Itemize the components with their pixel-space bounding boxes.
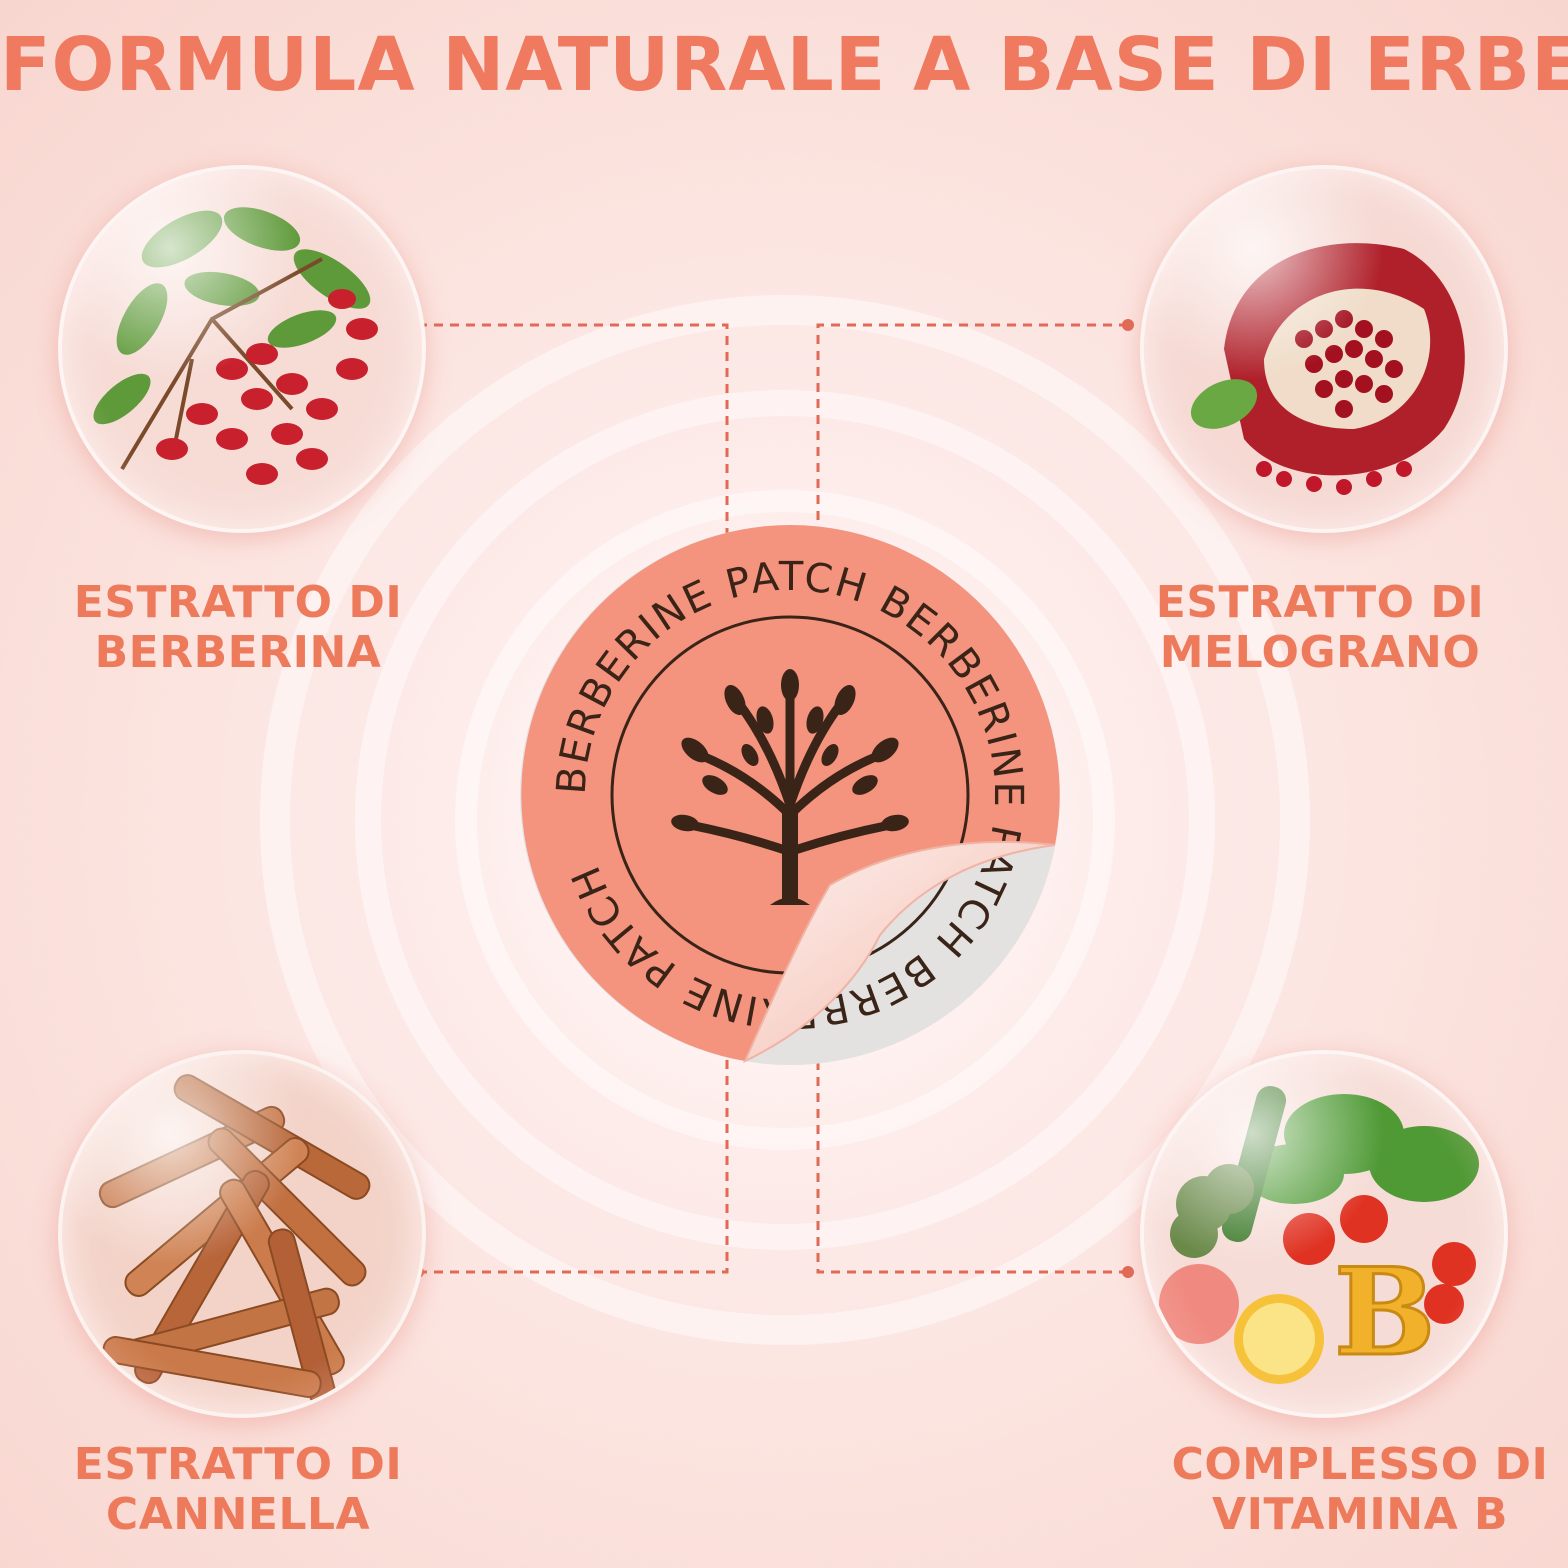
page-title: FORMULA NATURALE A BASE DI ERBE	[0, 22, 1568, 108]
label-line-2: VITAMINA B	[1212, 1489, 1508, 1540]
svg-text:B: B	[1334, 1242, 1435, 1383]
label-line-1: ESTRATTO DI	[73, 1439, 403, 1490]
vitamin-b-icon: B	[1159, 1085, 1479, 1385]
ingredient-label-berberina: ESTRATTO DI BERBERINA	[58, 578, 418, 678]
label-line-1: ESTRATTO DI	[1155, 577, 1485, 628]
ingredient-label-melograno: ESTRATTO DI MELOGRANO	[1140, 578, 1500, 678]
patch-peeled-corner	[742, 840, 1056, 1064]
ingredient-image-berberina	[58, 165, 426, 533]
ingredient-image-vitamina-b: B	[1140, 1050, 1508, 1418]
berberine-patch: BERBERINE PATCH BERBERINE PATCH BERBERIN…	[520, 525, 1060, 1065]
ingredient-label-vitamina-b: COMPLESSO DI VITAMINA B	[1170, 1440, 1550, 1540]
tree-icon	[671, 669, 909, 905]
label-line-1: COMPLESSO DI	[1171, 1439, 1549, 1490]
label-line-2: CANNELLA	[105, 1489, 371, 1540]
label-line-2: MELOGRANO	[1159, 627, 1481, 678]
barberry-icon	[93, 207, 378, 485]
ingredient-label-cannella: ESTRATTO DI CANNELLA	[58, 1440, 418, 1540]
pomegranate-icon	[1190, 243, 1465, 495]
cinnamon-icon	[98, 1074, 371, 1406]
ingredient-image-cannella	[58, 1050, 426, 1418]
ingredient-image-melograno	[1140, 165, 1508, 533]
label-line-1: ESTRATTO DI	[73, 577, 403, 628]
label-line-2: BERBERINA	[94, 627, 382, 678]
